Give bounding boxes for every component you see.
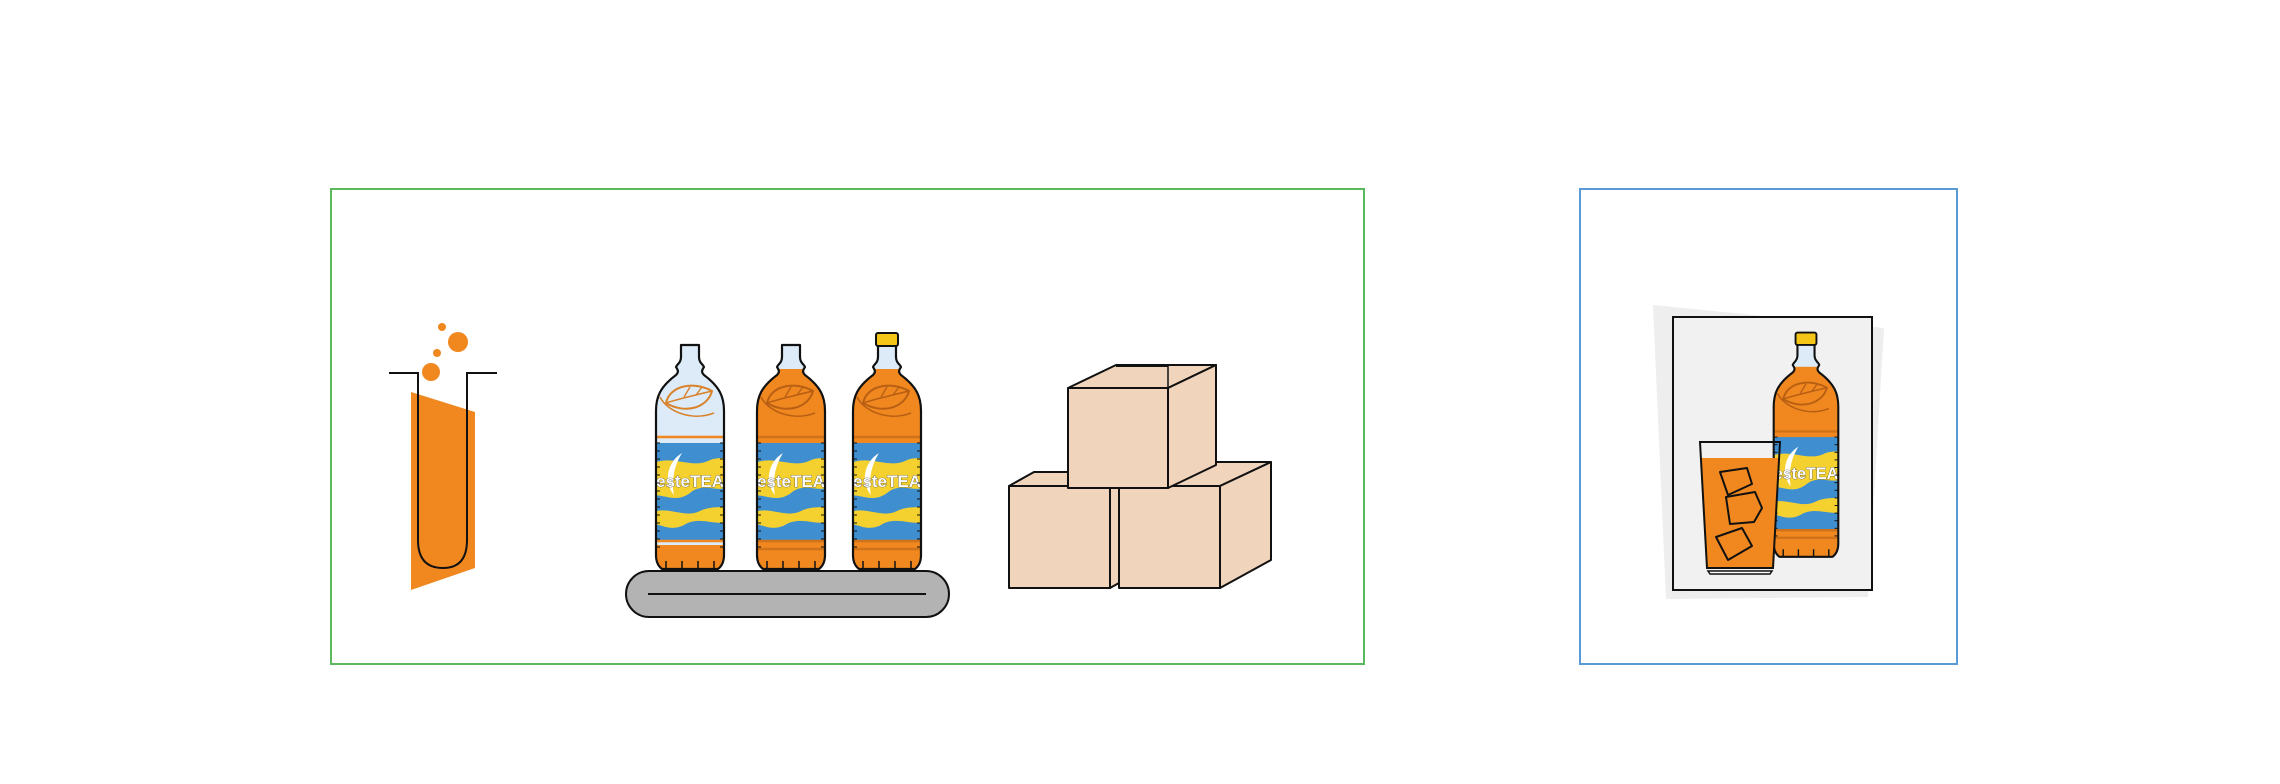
bottle-icon: esteTEA bbox=[851, 332, 923, 571]
conveyor-belt bbox=[625, 570, 950, 618]
ice-cube bbox=[1725, 491, 1763, 525]
iced-tea-glass-icon bbox=[1698, 441, 1782, 575]
product-card: esteTEA bbox=[1653, 305, 1884, 599]
bubble bbox=[438, 323, 446, 331]
tube-liquid bbox=[411, 392, 475, 590]
bubble bbox=[422, 363, 440, 381]
bottle-icon: esteTEA bbox=[755, 343, 827, 571]
bubble bbox=[448, 332, 468, 352]
bottle-icon: esteTEA bbox=[1772, 331, 1840, 558]
production-frame bbox=[330, 188, 1365, 665]
bottle-label-text: esteTEA bbox=[757, 472, 825, 491]
bottle-label-text: esteTEA bbox=[1774, 465, 1839, 483]
box-stack-icon bbox=[1008, 364, 1272, 589]
test-tube-icon bbox=[389, 323, 497, 590]
ice-cube bbox=[1715, 527, 1753, 561]
bubble bbox=[433, 349, 441, 357]
bottle-icon: esteTEA bbox=[654, 343, 726, 571]
product-frame bbox=[1579, 188, 1958, 665]
ice-cube bbox=[1719, 467, 1753, 496]
bottle-label-text: esteTEA bbox=[853, 472, 921, 491]
bottle-label-text: esteTEA bbox=[656, 472, 724, 491]
